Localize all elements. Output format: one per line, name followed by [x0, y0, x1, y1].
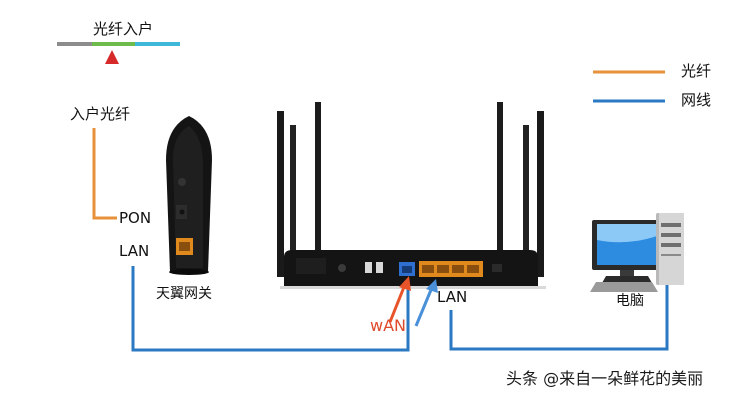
lan-arrow-icon: [414, 284, 435, 327]
modem-name-label: 天翼网关: [156, 286, 212, 302]
fiber-in-label: 入户光纤: [70, 105, 131, 123]
fiber-cable: [92, 128, 117, 220]
computer-label: 电脑: [616, 293, 644, 309]
fiber-entry-label: 光纤入户: [93, 20, 154, 38]
watermark-text: 头条 @来自一朵鲜花的美丽: [506, 369, 704, 388]
antenna-icon: [290, 125, 296, 275]
computer-icon: [590, 213, 684, 292]
antenna-icon: [315, 102, 321, 272]
wan-label: wAN: [370, 316, 406, 335]
antenna-icon: [497, 102, 503, 272]
router-device: [277, 102, 546, 289]
wan-arrow-icon: [388, 281, 408, 323]
ethernet-cable-modem-router: [131, 266, 410, 352]
router-power-icon: [338, 264, 346, 272]
router-usb-port-icon: [365, 262, 372, 273]
pon-label: PON: [119, 209, 152, 227]
router-usb-port-icon: [376, 262, 383, 273]
legend-label-ethernet: 网线: [681, 91, 712, 109]
antenna-icon: [537, 111, 544, 277]
modem-lan-label: LAN: [119, 242, 150, 260]
antenna-icon: [277, 111, 284, 277]
modem-port-round-icon: [178, 178, 186, 186]
fiber-entry-bar: [57, 42, 180, 64]
modem-device: [166, 116, 212, 275]
router-lan-label: LAN: [437, 288, 468, 306]
ethernet-cable-router-computer: [449, 285, 669, 351]
legend-label-fiber: 光纤: [681, 62, 712, 80]
antenna-icon: [523, 125, 529, 275]
entry-marker-icon: [105, 50, 119, 64]
